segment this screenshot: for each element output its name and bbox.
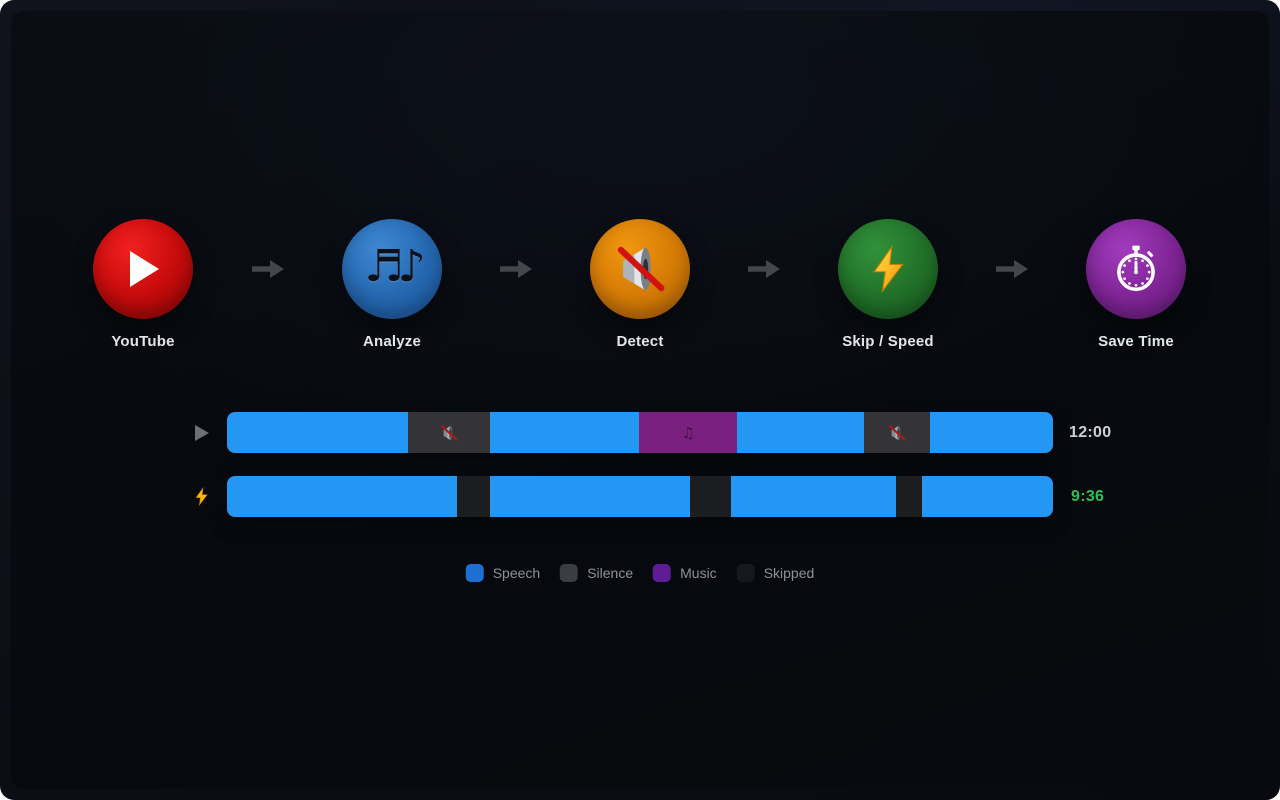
original-duration: 12:00	[1069, 424, 1112, 441]
arrow-right-icon	[748, 260, 780, 278]
legend-swatch	[560, 564, 579, 582]
segment-speech	[929, 412, 1053, 453]
segment-speech	[737, 412, 864, 453]
legend-label: Skipped	[763, 565, 815, 581]
arrow-right-icon	[996, 260, 1028, 278]
skip-speed-circle	[838, 219, 938, 319]
timeline-bar	[227, 476, 1053, 517]
detect-circle	[590, 219, 690, 319]
segment-speech	[730, 476, 897, 517]
music-notes-icon: ♬♪	[364, 241, 425, 292]
legend-item: Speech	[465, 564, 541, 582]
optimized-duration: 9:36	[1071, 488, 1105, 505]
segment-skipped	[896, 476, 922, 517]
step-label: Save Time	[1098, 333, 1174, 350]
play-icon	[130, 251, 159, 287]
step-label: Analyze	[362, 333, 422, 350]
segment-speech	[227, 412, 408, 453]
muted-speaker-icon	[617, 246, 665, 292]
segment-speech	[490, 412, 640, 453]
step-label: YouTube	[111, 333, 175, 350]
step-youtube: YouTube	[73, 219, 213, 350]
step-label: Detect	[616, 333, 664, 350]
arrow-right-icon	[500, 260, 532, 278]
legend-swatch	[465, 564, 484, 582]
legend-swatch	[653, 564, 672, 582]
legend-swatch	[736, 564, 755, 582]
legend-item: Music	[653, 564, 717, 582]
segment-silence	[863, 412, 930, 453]
segment-speech	[227, 476, 458, 517]
segment-skipped	[689, 476, 731, 517]
segment-skipped	[457, 476, 490, 517]
legend-label: Music	[680, 565, 717, 581]
segment-speech	[489, 476, 690, 517]
muted-speaker-icon	[441, 424, 458, 441]
save-time-circle	[1086, 219, 1186, 319]
step-save-time: Save Time	[1066, 219, 1206, 350]
timeline-bar: ♫	[227, 412, 1053, 453]
lightning-icon	[873, 245, 904, 293]
music-note-icon: ♫	[681, 423, 696, 442]
youtube-circle	[93, 219, 193, 319]
legend-label: Silence	[587, 565, 634, 581]
arrow-right-icon	[252, 260, 284, 278]
analyze-circle: ♬♪	[342, 219, 442, 319]
segment-silence	[407, 412, 491, 453]
stopwatch-icon	[1117, 245, 1155, 291]
step-skip-speed: Skip / Speed	[818, 219, 958, 350]
muted-speaker-icon	[889, 424, 906, 441]
segment-speech	[921, 476, 1053, 517]
legend-label: Speech	[492, 565, 541, 581]
step-detect: Detect	[570, 219, 710, 350]
legend-item: Silence	[560, 564, 633, 582]
step-label: Skip / Speed	[842, 333, 934, 350]
step-analyze: ♬♪ Analyze	[322, 219, 462, 350]
play-icon	[195, 425, 209, 441]
legend: Speech Silence Music Skipped	[465, 564, 815, 582]
lightning-icon	[195, 487, 208, 506]
background-panel	[11, 11, 1269, 789]
legend-item: Skipped	[736, 564, 815, 582]
segment-music: ♫	[639, 412, 738, 453]
